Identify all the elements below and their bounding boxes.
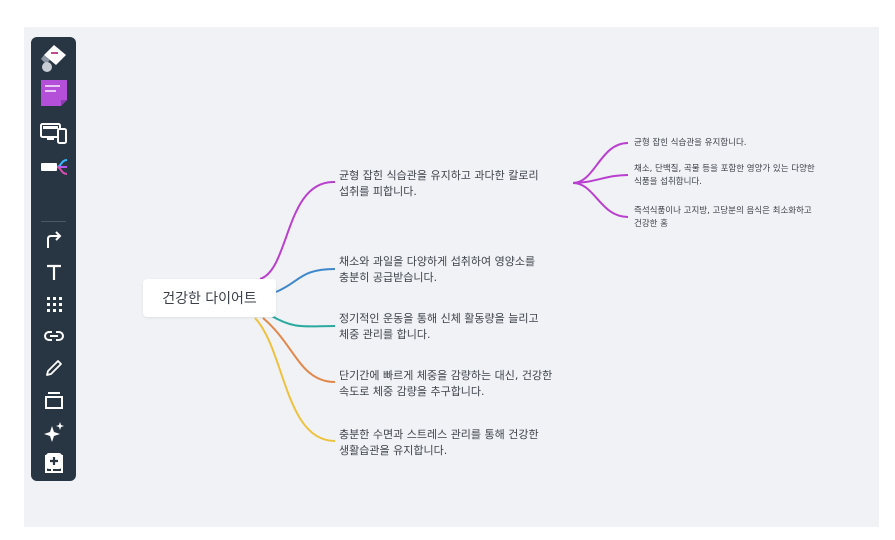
child-node-1[interactable]: 균형 잡힌 식습관을 유지합니다. xyxy=(634,137,746,150)
toolbar-divider xyxy=(41,221,66,222)
link-button[interactable] xyxy=(35,322,72,350)
branch-node-line: 생활습관을 유지합니다. xyxy=(339,443,448,457)
branch-node-5[interactable]: 충분한 수면과 스트레스 관리를 통해 건강한 생활습관을 유지합니다. xyxy=(339,427,539,458)
branch-node-3[interactable]: 정기적인 운동을 통해 신체 활동량을 늘리고 체중 관리를 합니다. xyxy=(339,311,539,342)
branch-node-line: 체중 관리를 합니다. xyxy=(339,327,431,341)
mind-map-root-node[interactable]: 건강한 다이어트 xyxy=(143,279,276,317)
add-button[interactable] xyxy=(35,447,72,475)
devices-button[interactable] xyxy=(35,119,72,147)
child-node-line: 식품을 섭취합니다. xyxy=(634,177,702,187)
branch-node-line: 충분히 공급받습니다. xyxy=(339,270,438,284)
branch-node-2[interactable]: 채소와 과일을 다양하게 섭취하여 영양소를 충분히 공급받습니다. xyxy=(339,254,535,285)
child-node-line: 건강한 홈 xyxy=(634,219,668,229)
sticky-note-button[interactable] xyxy=(35,79,72,107)
child-node-2[interactable]: 채소, 단백질, 곡물 등을 포함한 영양가 있는 다양한 식품을 섭취합니다. xyxy=(634,163,815,189)
branch-node-line: 충분한 수면과 스트레스 관리를 통해 건강한 xyxy=(339,428,539,441)
whiteboard-canvas[interactable] xyxy=(24,27,879,527)
text-button[interactable] xyxy=(35,258,72,286)
branch-node-line: 단기간에 빠르게 체중을 감량하는 대신, 건강한 xyxy=(339,369,553,382)
child-node-line: 채소, 단백질, 곡물 등을 포함한 영양가 있는 다양한 xyxy=(634,164,815,174)
devices-icon xyxy=(39,123,67,144)
branch-node-4[interactable]: 단기간에 빠르게 체중을 감량하는 대신, 건강한 속도로 체중 감량을 추구합… xyxy=(339,368,552,399)
child-node-3[interactable]: 즉석식품이나 고지방, 고당분의 음식은 최소화하고 건강한 홈 xyxy=(634,205,812,231)
ai-button[interactable] xyxy=(35,418,72,446)
mind-map-icon xyxy=(40,159,67,175)
connector-button[interactable] xyxy=(35,226,72,254)
pen-button[interactable] xyxy=(35,354,72,382)
pen-icon xyxy=(45,360,62,376)
grid-button[interactable] xyxy=(35,290,72,318)
grid-dots-icon xyxy=(46,297,62,312)
left-toolbar xyxy=(31,37,76,481)
connector-arrow-icon xyxy=(46,231,61,248)
add-icon xyxy=(45,453,62,469)
text-icon xyxy=(46,264,61,280)
frame-icon xyxy=(44,392,63,409)
branch-node-line: 균형 잡힌 식습관을 유지하고 과다한 칼로리 xyxy=(339,169,539,182)
branch-node-line: 정기적인 운동을 통해 신체 활동량을 늘리고 xyxy=(339,312,539,325)
sticky-note-icon xyxy=(40,80,67,106)
ai-sparkle-icon xyxy=(43,422,64,442)
mind-map-button[interactable] xyxy=(35,154,72,182)
link-icon xyxy=(43,331,64,341)
branch-node-line: 섭취를 피합니다. xyxy=(339,184,417,198)
branch-node-line: 속도로 체중 감량을 추구합니다. xyxy=(339,384,485,398)
child-node-line: 균형 잡힌 식습관을 유지합니다. xyxy=(634,138,747,148)
frame-button[interactable] xyxy=(35,386,72,414)
eraser-button[interactable] xyxy=(35,43,72,72)
child-node-line: 즉석식품이나 고지방, 고당분의 음식은 최소화하고 xyxy=(634,206,812,216)
eraser-icon xyxy=(40,45,66,72)
branch-node-1[interactable]: 균형 잡힌 식습관을 유지하고 과다한 칼로리 섭취를 피합니다. xyxy=(339,168,539,199)
branch-node-line: 채소와 과일을 다양하게 섭취하여 영양소를 xyxy=(339,255,536,268)
